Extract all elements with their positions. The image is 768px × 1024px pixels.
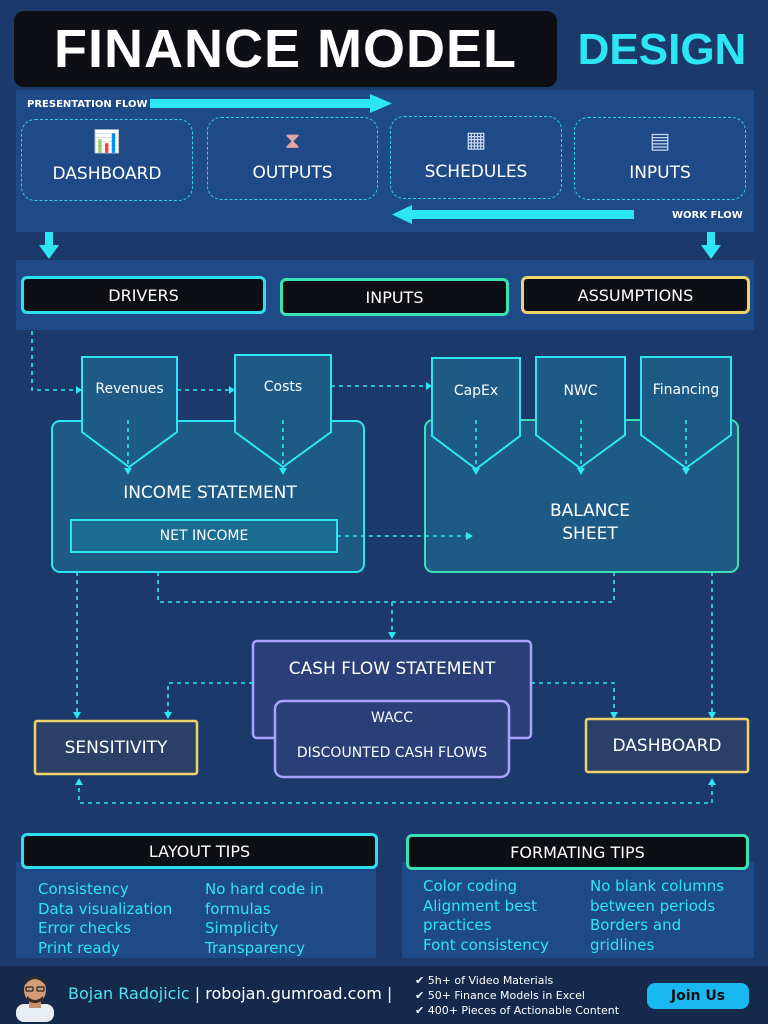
financing-shape (640, 356, 732, 470)
page-title-accent: DESIGN (577, 25, 747, 74)
bar-chart-icon: 📊 (93, 130, 121, 155)
costs-shape (234, 354, 332, 469)
cash-flow-label: CASH FLOW STATEMENT (288, 659, 496, 679)
tip-item: practices (423, 916, 492, 934)
dashboard-label: DASHBOARD (612, 736, 722, 756)
revenues-shape (81, 356, 178, 469)
author-name: Bojan Radojicic (68, 984, 190, 1003)
feature-item: ✔ 400+ Pieces of Actionable Content (415, 1004, 620, 1017)
format-tips-col2: No blank columns between periods Borders… (590, 877, 755, 955)
layout-tips-title: LAYOUT TIPS (21, 833, 378, 869)
footer-author-line: Bojan Radojicic | robojan.gumroad.com | (68, 984, 392, 1003)
flow-card-dashboard: 📊 DASHBOARD (21, 119, 193, 201)
tip-item: Print ready (38, 938, 120, 957)
calendar-icon: ▦ (465, 127, 487, 153)
tip-item: Color coding (423, 877, 518, 895)
flowchart-icon: ⧗ (284, 128, 301, 154)
footer-separator: | (386, 984, 393, 1003)
balance-sheet-label-1: BALANCE (549, 501, 631, 521)
tip-item: Borders and (590, 916, 682, 934)
formatting-tips-panel (402, 862, 754, 958)
tip-item: Alignment best (423, 896, 538, 915)
sensitivity-label: SENSITIVITY (64, 738, 168, 758)
nwc-shape (535, 356, 626, 470)
balance-sheet-label-2: SHEET (562, 524, 618, 544)
assumptions-pill: ASSUMPTIONS (521, 276, 750, 314)
tip-item: gridlines (590, 935, 655, 954)
dashboard-box (584, 717, 750, 774)
flow-card-label: DASHBOARD (52, 164, 162, 184)
sensitivity-box (33, 719, 199, 776)
avatar (16, 976, 54, 1022)
tip-item: Transparency (205, 938, 306, 957)
footer-separator: | (194, 984, 201, 1003)
document-icon: ▤ (649, 128, 671, 154)
formatting-tips-title: FORMATING TIPS (406, 834, 749, 870)
feature-list: ✔ 5h+ of Video Materials ✔ 50+ Finance M… (415, 973, 645, 1018)
inputs-pill: INPUTS (280, 278, 509, 316)
layout-tips-panel (16, 862, 376, 958)
flow-card-label: SCHEDULES (424, 161, 528, 182)
feature-item: ✔ 50+ Finance Models in Excel (415, 989, 585, 1002)
tip-item: Font consistency (423, 935, 549, 954)
capex-label: CapEx (453, 383, 499, 399)
flow-card-outputs: ⧗ OUTPUTS (207, 117, 378, 200)
wacc-label: WACC (371, 710, 413, 726)
layout-tips-col1: Consistency Data visualization Error che… (38, 880, 203, 958)
format-tips-col1: Color coding Alignment best practices Fo… (423, 877, 588, 955)
tip-item: No hard code in (205, 880, 324, 898)
dcf-box (273, 699, 511, 779)
tip-item: No blank columns (590, 877, 725, 895)
costs-label: Costs (263, 379, 303, 395)
site-link[interactable]: robojan.gumroad.com (205, 984, 382, 1003)
tip-item: Simplicity (205, 919, 279, 937)
presentation-flow-label: PRESENTATION FLOW (27, 99, 148, 110)
tip-item: Error checks (38, 919, 132, 937)
revenues-label: Revenues (95, 381, 164, 397)
join-us-button[interactable]: Join Us (647, 983, 749, 1009)
layout-tips-col2: No hard code in formulas Simplicity Tran… (205, 880, 375, 958)
flow-card-inputs: ▤ INPUTS (574, 117, 746, 200)
feature-item: ✔ 5h+ of Video Materials (415, 974, 554, 987)
title-background (14, 11, 557, 87)
flow-band (16, 90, 754, 232)
page-title: FINANCE MODEL (54, 19, 517, 79)
tip-item: Consistency (38, 880, 129, 898)
check-icon: ✔ (415, 974, 425, 987)
net-income-label: NET INCOME (159, 528, 249, 544)
income-statement-label: INCOME STATEMENT (123, 483, 297, 503)
check-icon: ✔ (415, 1004, 425, 1017)
flow-card-label: OUTPUTS (252, 162, 333, 183)
check-icon: ✔ (415, 989, 425, 1002)
tip-item: Data visualization (38, 899, 173, 918)
tip-item: between periods (590, 896, 716, 915)
connector-arrowheads (73, 382, 716, 785)
flow-card-label: INPUTS (629, 162, 691, 183)
tip-item: formulas (205, 899, 271, 918)
financing-label: Financing (652, 382, 720, 398)
nwc-label: NWC (563, 383, 598, 399)
work-flow-label: WORK FLOW (672, 210, 743, 221)
capex-shape (431, 357, 521, 471)
footer-bar (0, 966, 768, 1024)
dashed-connectors (31, 331, 713, 804)
dcf-label: DISCOUNTED CASH FLOWS (296, 745, 488, 761)
drivers-pill: DRIVERS (21, 276, 266, 314)
flow-card-schedules: ▦ SCHEDULES (390, 116, 562, 199)
